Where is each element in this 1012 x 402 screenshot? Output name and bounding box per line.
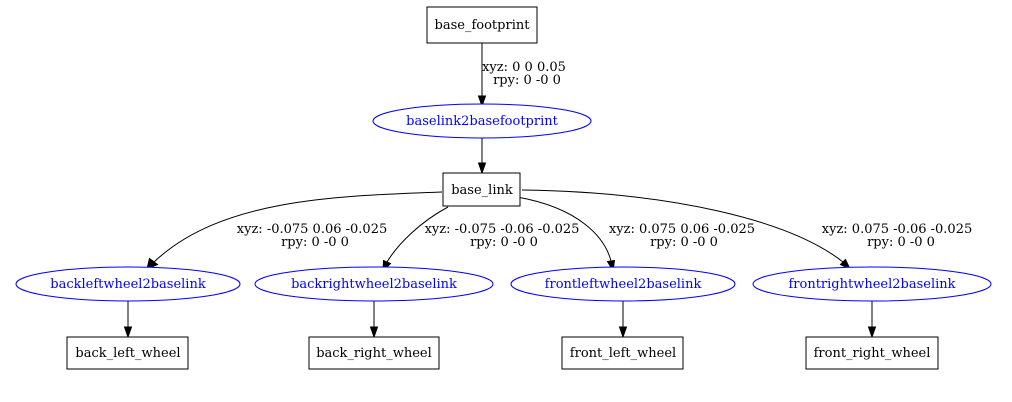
link-label: front_left_wheel — [570, 346, 676, 361]
joint-node-baselink2basefootprint: baselink2basefootprint — [372, 103, 592, 139]
joint-node-backleftwheel2baselink: backleftwheel2baselink — [15, 266, 241, 302]
edge-label-xyz: xyz: 0.075 -0.06 -0.025 — [822, 222, 972, 237]
joint-node-frontleftwheel2baselink: frontleftwheel2baselink — [510, 266, 736, 302]
joint-label: baselink2basefootprint — [406, 114, 558, 129]
link-label: back_right_wheel — [316, 346, 432, 361]
edge-label-xyz: xyz: 0.075 0.06 -0.025 — [609, 222, 755, 237]
edge-label-backrightwheel2baselink: xyz: -0.075 -0.06 -0.025 rpy: 0 -0 0 — [425, 222, 580, 250]
edge-baselink-to-backright-joint — [382, 206, 449, 273]
joint-label: backleftwheel2baselink — [50, 277, 206, 292]
edge-label-rpy: rpy: 0 -0 0 — [867, 235, 935, 250]
link-node-front-left-wheel: front_left_wheel — [561, 336, 684, 370]
joint-node-frontrightwheel2baselink: frontrightwheel2baselink — [752, 266, 992, 302]
edge-backleft-joint-to-wheel — [123, 301, 133, 339]
edge-label-xyz: xyz: -0.075 -0.06 -0.025 — [425, 222, 580, 237]
joint-label: frontrightwheel2baselink — [788, 277, 955, 292]
edge-joint-to-baselink — [477, 138, 487, 175]
edge-label-baselink2basefootprint: xyz: 0 0 0.05 rpy: 0 -0 0 — [482, 60, 566, 88]
link-node-front-right-wheel: front_right_wheel — [805, 336, 939, 370]
link-label: base_link — [451, 183, 513, 198]
edge-label-rpy: rpy: 0 -0 0 — [493, 73, 561, 88]
link-node-back-left-wheel: back_left_wheel — [66, 336, 189, 370]
joint-node-backrightwheel2baselink: backrightwheel2baselink — [254, 266, 494, 302]
edge-label-xyz: xyz: -0.075 0.06 -0.025 — [237, 222, 387, 237]
edge-label-backleftwheel2baselink: xyz: -0.075 0.06 -0.025 rpy: 0 -0 0 — [237, 222, 387, 250]
link-node-base-link: base_link — [442, 172, 521, 207]
edge-label-rpy: rpy: 0 -0 0 — [650, 235, 718, 250]
edge-backright-joint-to-wheel — [369, 301, 379, 339]
link-label: front_right_wheel — [814, 346, 931, 361]
joint-label: frontleftwheel2baselink — [545, 277, 702, 292]
edge-frontright-joint-to-wheel — [867, 301, 877, 339]
link-node-base-footprint: base_footprint — [426, 6, 538, 44]
link-label: back_left_wheel — [75, 346, 180, 361]
joint-label: backrightwheel2baselink — [291, 277, 457, 292]
edge-basefootprint-to-joint — [477, 43, 487, 108]
edge-label-rpy: rpy: 0 -0 0 — [281, 235, 349, 250]
edge-baselink-to-backleft-joint — [146, 191, 443, 270]
edge-frontleft-joint-to-wheel — [618, 301, 628, 339]
edge-label-frontleftwheel2baselink: xyz: 0.075 0.06 -0.025 rpy: 0 -0 0 — [609, 222, 755, 250]
edge-label-rpy: rpy: 0 -0 0 — [470, 235, 538, 250]
link-node-back-right-wheel: back_right_wheel — [308, 336, 440, 370]
edge-label-frontrightwheel2baselink: xyz: 0.075 -0.06 -0.025 rpy: 0 -0 0 — [822, 222, 972, 250]
link-label: base_footprint — [435, 18, 531, 33]
edge-label-xyz: xyz: 0 0 0.05 — [482, 60, 566, 75]
edge-baselink-to-frontright-joint — [521, 189, 852, 271]
